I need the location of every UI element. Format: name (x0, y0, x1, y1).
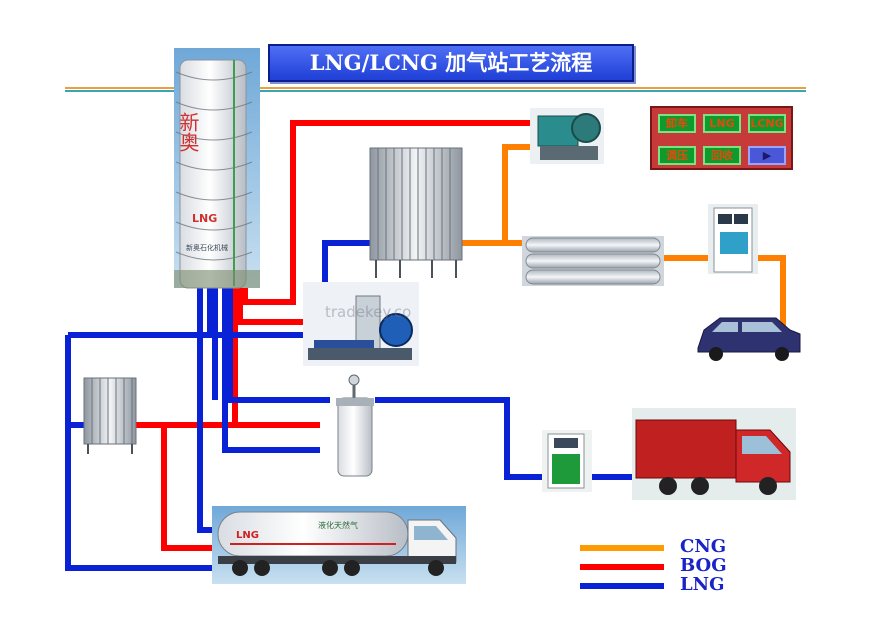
ambient-vaporizer-large (369, 147, 463, 278)
trailer-text: 液化天然气 (318, 520, 358, 530)
lng-pipes (65, 240, 690, 571)
tank-vertical-text: 新奥 (176, 112, 200, 152)
lng-vehicle-truck (632, 408, 796, 500)
cng-dispenser (708, 204, 758, 274)
lng-tank-trailer: LNG 液化天然气 (212, 506, 466, 584)
cng-storage-cylinders (522, 236, 664, 286)
legend-lines (580, 545, 664, 589)
trailer-logo: LNG (236, 530, 259, 541)
page-title: LNG/LCNG 加气站工艺流程 (268, 44, 634, 82)
control-panel: 卸车 LNG LCNG 调压 回收 ▶ (650, 106, 793, 170)
pressure-regulate-button[interactable]: 调压 (658, 146, 696, 165)
cng-pipes (460, 144, 786, 328)
recovery-button[interactable]: 回收 (703, 146, 741, 165)
lng-pump-skid (303, 282, 419, 366)
lng-storage-tank: 新奥 LNG 新奥石化机械 (174, 48, 260, 289)
tank-company: 新奥石化机械 (186, 243, 228, 252)
legend-label-bog: BOG (680, 555, 727, 576)
compressor (530, 108, 604, 164)
unload-button[interactable]: 卸车 (658, 114, 696, 133)
play-button[interactable]: ▶ (748, 146, 786, 165)
ambient-vaporizer-small (83, 377, 137, 454)
filter-vessel (336, 374, 374, 477)
watermark: tradekey.co (325, 303, 412, 321)
lng-dispenser (542, 430, 592, 492)
car (697, 317, 801, 361)
legend-label-lng: LNG (680, 574, 725, 595)
tank-logo: LNG (192, 212, 217, 225)
legend-label-cng: CNG (680, 536, 727, 557)
lcng-button[interactable]: LCNG (748, 114, 786, 133)
lng-button[interactable]: LNG (703, 114, 741, 133)
